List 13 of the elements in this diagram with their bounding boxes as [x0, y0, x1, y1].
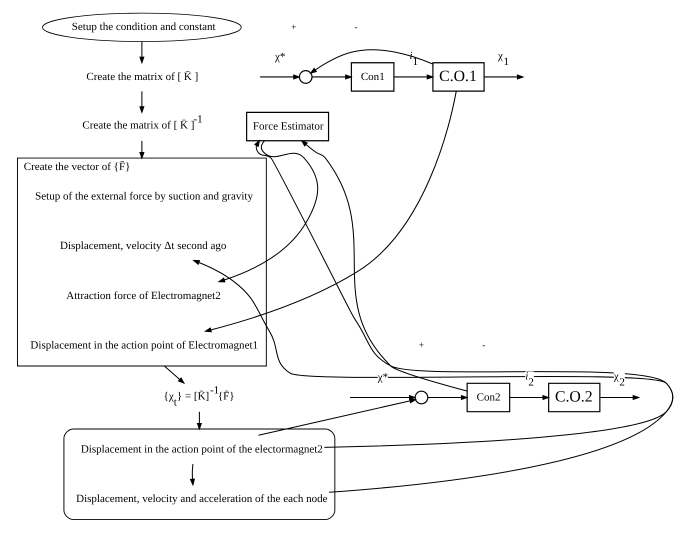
node-text: Displacement, velocity Δt second ago	[60, 240, 226, 252]
label: -	[482, 340, 486, 350]
node-text: Displacement, velocity and acceleration of the each node	[76, 492, 328, 504]
node-text: Attraction force of Electromagnet2	[66, 289, 221, 302]
node-text: Create the matrix of [ K̄ ]	[86, 70, 198, 82]
label: +	[291, 22, 296, 32]
node-text: Setup of the external force by suction and gravity	[35, 190, 253, 202]
edge-label: χ*	[378, 370, 388, 383]
node-text: Displacement in the action point of the electormagnet2	[80, 442, 323, 455]
label: -	[354, 22, 358, 32]
label: +	[418, 340, 424, 350]
node-text: Displacement in the action point of Electromagnet1	[30, 338, 258, 351]
edge-label: χ*	[274, 50, 286, 62]
